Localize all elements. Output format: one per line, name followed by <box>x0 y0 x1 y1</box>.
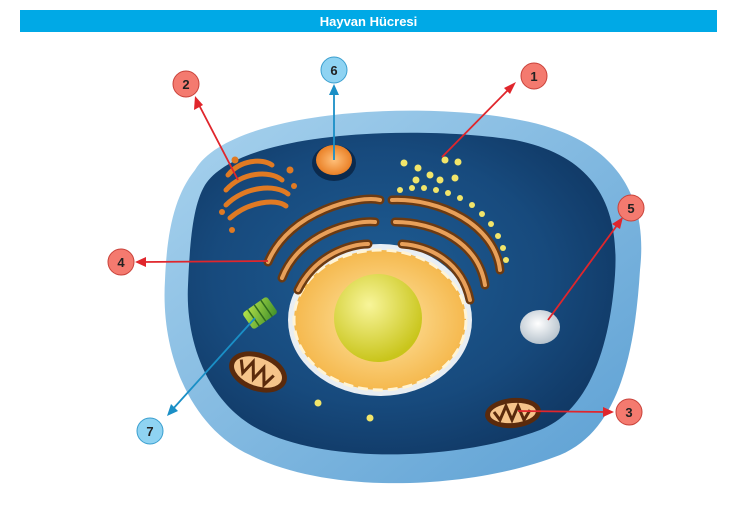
label-7: 7 <box>136 417 164 445</box>
svg-text:1: 1 <box>530 69 537 84</box>
label-3: 3 <box>615 398 643 426</box>
label-6: 6 <box>320 56 348 84</box>
label-2: 2 <box>172 70 200 98</box>
label-4: 4 <box>107 248 135 276</box>
svg-text:6: 6 <box>330 63 337 78</box>
endoplasmic-reticulum <box>263 194 505 305</box>
lysosome <box>312 145 356 181</box>
mitochondrion-left <box>229 351 287 393</box>
label-1: 1 <box>520 62 548 90</box>
vacuole <box>520 310 560 344</box>
svg-text:7: 7 <box>146 424 153 439</box>
golgi-apparatus <box>219 156 297 233</box>
label-arrows <box>135 82 623 417</box>
label-5: 5 <box>617 194 645 222</box>
diagram-title: Hayvan Hücresi <box>20 10 717 32</box>
mitochondrion-right <box>485 397 541 429</box>
svg-text:3: 3 <box>625 405 632 420</box>
ribosomes <box>314 156 509 422</box>
nucleolus <box>334 274 422 362</box>
svg-text:2: 2 <box>182 77 189 92</box>
nucleus <box>288 244 472 396</box>
svg-text:5: 5 <box>627 201 634 216</box>
svg-text:4: 4 <box>117 255 125 270</box>
